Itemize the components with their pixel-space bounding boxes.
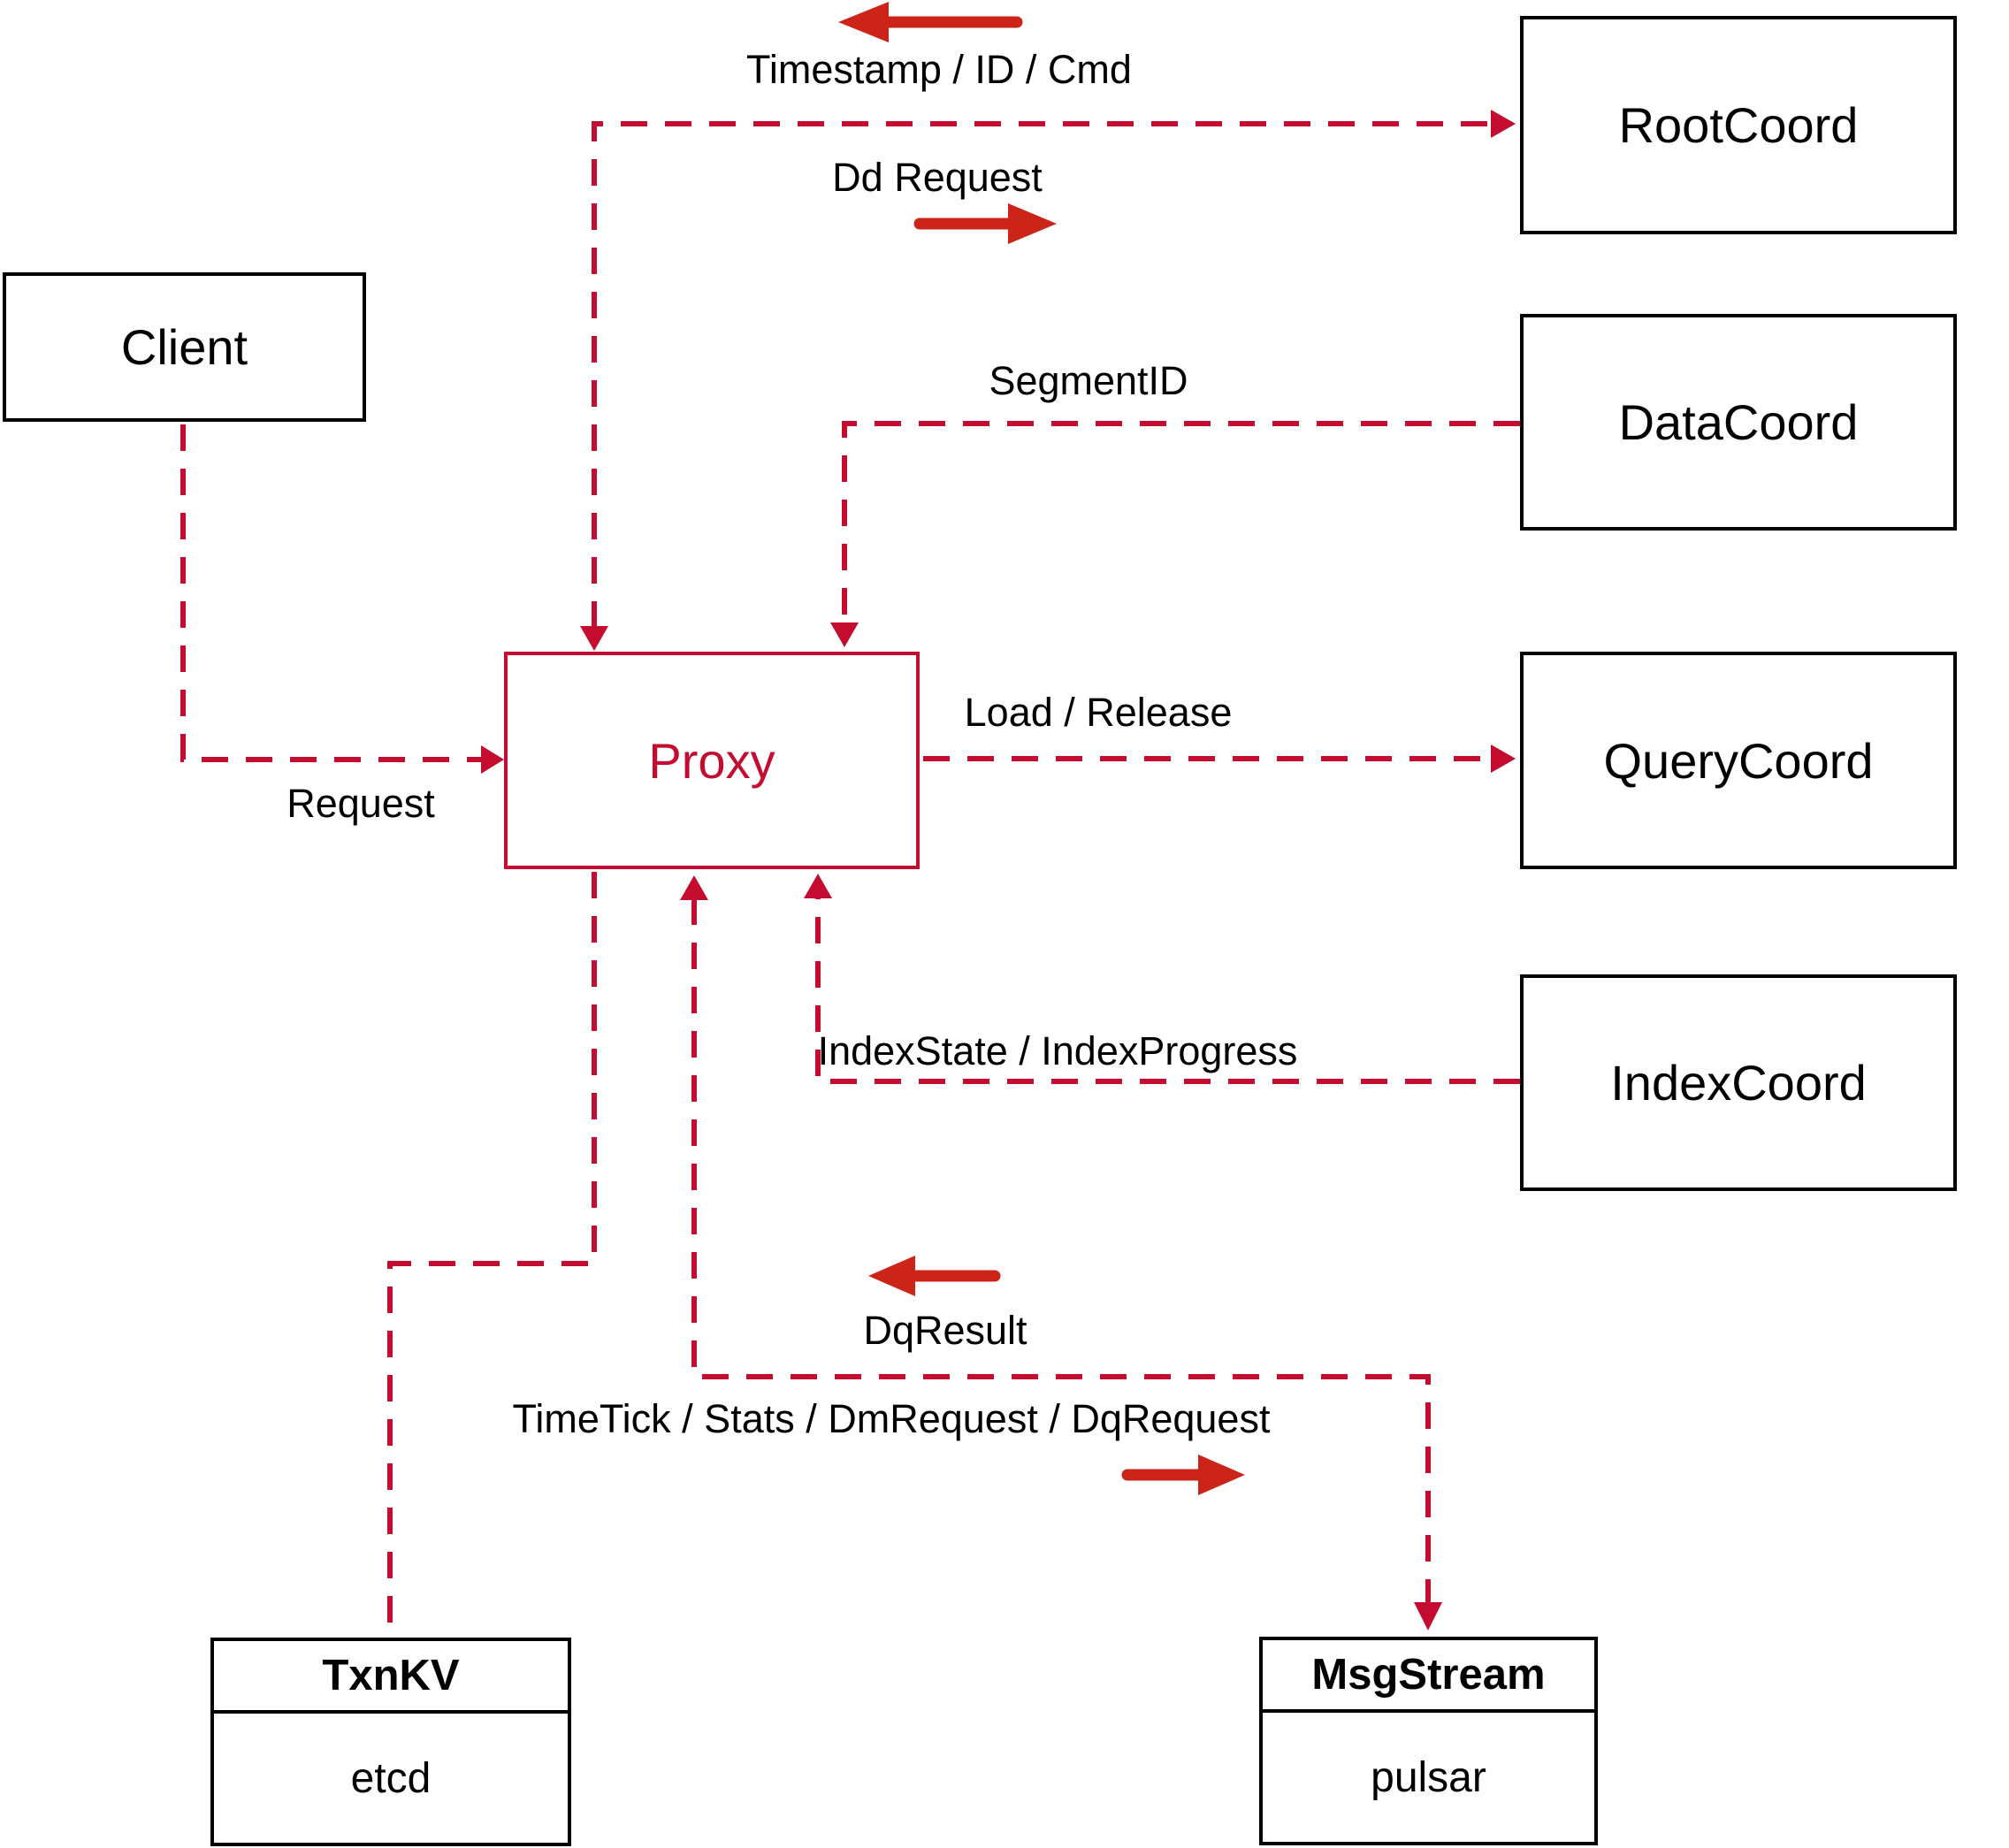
- node-proxy: Proxy: [504, 652, 920, 869]
- node-querycoord-label: QueryCoord: [1603, 732, 1874, 789]
- edge-label-segment-id: SegmentID: [989, 358, 1188, 403]
- node-datacoord-label: DataCoord: [1618, 394, 1859, 450]
- node-rootcoord-label: RootCoord: [1618, 97, 1859, 153]
- node-indexcoord-label: IndexCoord: [1610, 1055, 1867, 1111]
- arrowhead-into-querycoord: [1491, 745, 1516, 773]
- edge-label-request: Request: [286, 781, 435, 826]
- arrowhead-into-proxy-bottom-left: [680, 875, 708, 900]
- direction-arrow-timestamp-head: [838, 2, 889, 42]
- node-indexcoord: IndexCoord: [1520, 974, 1957, 1191]
- edge-label-load-release: Load / Release: [964, 690, 1233, 735]
- edge-proxy-msgstream: [691, 898, 1431, 1604]
- node-msgstream-title: MsgStream: [1263, 1640, 1594, 1713]
- node-datacoord: DataCoord: [1520, 314, 1957, 531]
- edge-label-timestamp-id-cmd: Timestamp / ID / Cmd: [746, 47, 1132, 92]
- edge-label-dq-result: DqResult: [863, 1308, 1027, 1353]
- node-rootcoord: RootCoord: [1520, 16, 1957, 234]
- arrowhead-into-proxy-bottom-right: [804, 874, 832, 898]
- direction-arrow-dq-result-head: [868, 1256, 915, 1296]
- arrowhead-into-msgstream: [1414, 1602, 1442, 1630]
- arrowhead-into-rootcoord: [1491, 110, 1516, 138]
- arrowhead-into-proxy-top-right: [830, 622, 859, 647]
- edge-proxy-txnkv: [387, 872, 597, 1634]
- arrowhead-into-proxy-top-left: [580, 626, 608, 651]
- node-msgstream-impl: pulsar: [1371, 1753, 1486, 1801]
- node-client-label: Client: [120, 319, 248, 375]
- edge-label-dd-request: Dd Request: [832, 155, 1043, 200]
- edge-indexcoord-proxy: [815, 897, 1520, 1084]
- arrowhead-into-proxy-left: [481, 745, 504, 774]
- node-client: Client: [3, 272, 366, 422]
- edge-label-timetick: TimeTick / Stats / DmRequest / DqRequest: [512, 1396, 1271, 1441]
- node-proxy-label: Proxy: [648, 732, 775, 789]
- node-querycoord: QueryCoord: [1520, 652, 1957, 869]
- direction-arrow-timetick-head: [1198, 1455, 1245, 1495]
- node-txnkv-title: TxnKV: [214, 1641, 568, 1714]
- edge-datacoord-proxy: [842, 421, 1520, 624]
- node-txnkv: TxnKV etcd: [210, 1638, 571, 1846]
- node-msgstream: MsgStream pulsar: [1259, 1637, 1598, 1845]
- node-txnkv-impl: etcd: [350, 1754, 432, 1802]
- edge-proxy-rootcoord: [592, 121, 1491, 628]
- edge-label-index-state: IndexState / IndexProgress: [817, 1028, 1298, 1073]
- direction-arrow-dd-request-head: [1008, 203, 1057, 244]
- edge-client-proxy: [180, 424, 481, 762]
